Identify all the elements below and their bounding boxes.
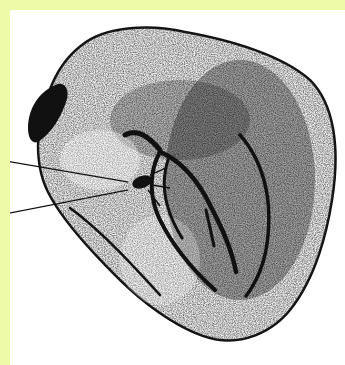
figure-panel	[10, 10, 345, 365]
heart-shading	[10, 10, 345, 365]
heart-diagram	[10, 10, 345, 365]
